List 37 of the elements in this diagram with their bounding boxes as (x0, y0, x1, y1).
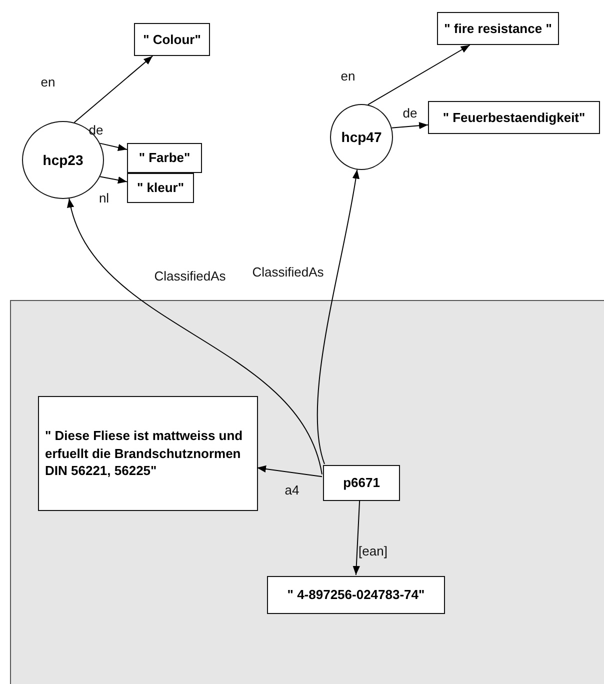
node-text: " 4-897256-024783-74" (287, 586, 425, 604)
arrow (256, 465, 322, 478)
arrow (68, 198, 322, 475)
node-text: " kleur" (136, 179, 184, 197)
edge-label: en (40, 74, 56, 90)
edge-label: nl (98, 190, 110, 206)
edge-label: [ean] (358, 544, 388, 558)
node-text: " Feuerbestaendigkeit" (442, 108, 586, 126)
arrow (100, 142, 128, 151)
arrow (317, 169, 360, 464)
node-text: hcp23 (42, 150, 84, 170)
arrow (74, 56, 154, 123)
edge-label: ClassifiedAs (154, 268, 226, 284)
node-text: p6671 (343, 474, 380, 492)
edge-label: de (402, 106, 418, 120)
edge-label: ClassifiedAs (252, 264, 324, 280)
literal-box (38, 396, 258, 511)
literal-box (134, 23, 210, 56)
literal-box (437, 12, 559, 45)
literal-box (127, 143, 202, 173)
edge-label: en (340, 68, 356, 84)
region-background (10, 300, 604, 684)
arrow (352, 500, 360, 576)
literal-box (428, 101, 600, 134)
arrow (391, 122, 428, 130)
edge-label: de (88, 122, 104, 138)
node-text: " Colour" (143, 30, 201, 48)
arrow (100, 176, 128, 184)
literal-box (267, 576, 445, 614)
arrow (367, 44, 470, 106)
node-text: " Diese Fliese ist mattweiss und erfuellt die Brandschutznormen DIN 56221, 56225" (45, 427, 244, 480)
literal-box (323, 465, 400, 501)
edge-label: a4 (284, 482, 300, 498)
literal-box (127, 173, 194, 203)
node-text: hcp47 (341, 128, 382, 146)
node-text: " Farbe" (138, 149, 190, 167)
node-text: " fire resistance " (444, 20, 552, 38)
